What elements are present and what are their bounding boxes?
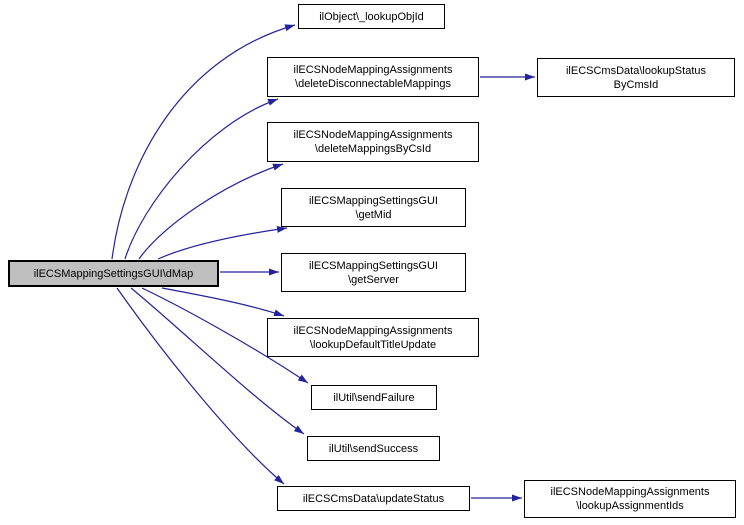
node-send-failure-label: ilUtil\sendFailure: [333, 391, 415, 404]
node-lookup-assignment-ids[interactable]: ilECSNodeMappingAssignments \lookupAssig…: [524, 480, 736, 518]
node-send-success-label: ilUtil\sendSuccess: [328, 442, 419, 455]
node-delete-mappings-by-cs-id-label: ilECSNodeMappingAssignments \deleteMappi…: [293, 129, 453, 155]
node-lookup-status-by-cms-id[interactable]: ilECSCmsData\lookupStatus ByCmsId: [537, 58, 735, 97]
edge-main-to-send-failure: [141, 287, 309, 384]
node-lookup-default-title-update[interactable]: ilECSNodeMappingAssignments \lookupDefau…: [267, 318, 479, 357]
edge-main-to-delete-disconnectable-mappings: [124, 98, 279, 260]
node-get-mid[interactable]: ilECSMappingSettingsGUI \getMid: [281, 188, 466, 227]
edge-main-to-update-status: [116, 287, 285, 485]
node-dmap-label: ilECSMappingSettingsGUI\dMap: [33, 267, 194, 280]
node-get-server-label: ilECSMappingSettingsGUI \getServer: [308, 259, 438, 286]
node-update-status[interactable]: ilECSCmsData\updateStatus: [277, 486, 470, 511]
edge-main-to-lookup-obj-id: [111, 24, 296, 260]
node-send-success[interactable]: ilUtil\sendSuccess: [307, 436, 440, 461]
node-dmap: ilECSMappingSettingsGUI\dMap: [8, 260, 219, 287]
node-get-server[interactable]: ilECSMappingSettingsGUI \getServer: [281, 253, 466, 292]
node-delete-disconnectable-mappings-label: ilECSNodeMappingAssignments \deleteDisco…: [293, 64, 453, 90]
edge-main-to-get-mid: [157, 225, 288, 260]
node-lookup-assignment-ids-label: ilECSNodeMappingAssignments \lookupAssig…: [550, 486, 710, 512]
node-lookup-default-title-update-label: ilECSNodeMappingAssignments \lookupDefau…: [293, 324, 453, 351]
node-delete-mappings-by-cs-id[interactable]: ilECSNodeMappingAssignments \deleteMappi…: [267, 122, 479, 162]
edge-main-to-delete-mappings-by-cs-id: [138, 163, 284, 260]
edge-main-to-lookup-default-title-update: [161, 287, 285, 317]
node-update-status-label: ilECSCmsData\updateStatus: [302, 492, 445, 505]
node-get-mid-label: ilECSMappingSettingsGUI \getMid: [308, 194, 438, 221]
edge-main-to-send-success: [130, 287, 305, 435]
node-lookup-status-by-cms-id-label: ilECSCmsData\lookupStatus ByCmsId: [565, 64, 706, 91]
node-lookup-obj-id-label: ilObject\_lookupObjId: [319, 10, 424, 23]
node-delete-disconnectable-mappings[interactable]: ilECSNodeMappingAssignments \deleteDisco…: [267, 57, 479, 97]
node-send-failure[interactable]: ilUtil\sendFailure: [311, 385, 437, 410]
node-lookup-obj-id[interactable]: ilObject\_lookupObjId: [298, 4, 445, 29]
